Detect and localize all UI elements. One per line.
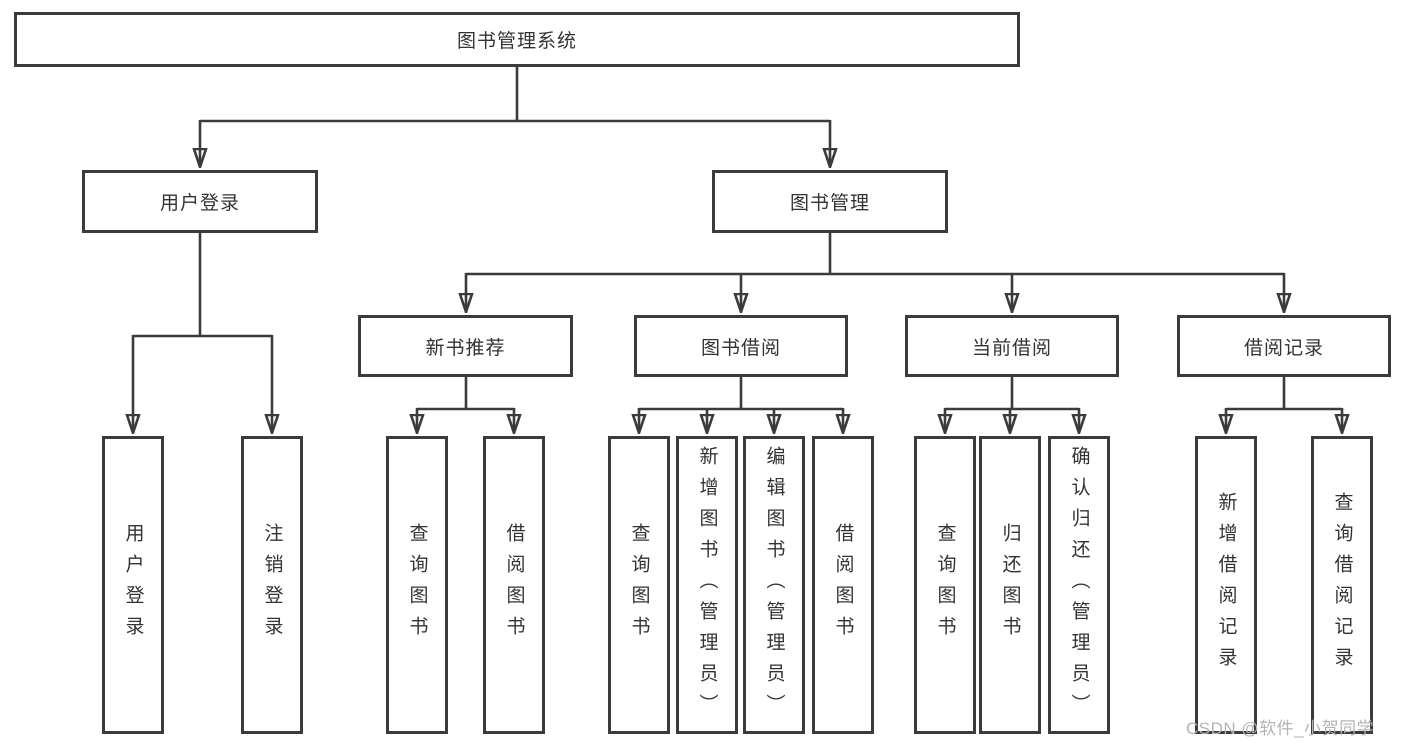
leaf-borrowing-borrow-books-label: 借阅图书 <box>832 523 854 647</box>
leaf-return-books: 归还图书 <box>979 436 1041 734</box>
leaf-add-borrow-record-label: 新增借阅记录 <box>1215 492 1237 678</box>
edge-recommendation-split <box>417 377 514 411</box>
node-new-book-recommendation-label: 新书推荐 <box>425 337 506 359</box>
node-borrowing-records-label: 借阅记录 <box>1243 337 1324 359</box>
leaf-add-books-admin: 新增图书（管理员） <box>676 436 738 734</box>
leaf-query-borrow-record-label: 查询借阅记录 <box>1331 492 1353 678</box>
leaf-recommend-query-books: 查询图书 <box>386 436 448 734</box>
edge-management-split <box>466 233 1284 276</box>
leaf-add-books-admin-label: 新增图书（管理员） <box>696 445 718 725</box>
csdn-watermark: CSDN @软件_小贺同学 <box>1186 719 1375 738</box>
node-book-borrowing: 图书借阅 <box>634 315 848 377</box>
node-new-book-recommendation: 新书推荐 <box>358 315 573 377</box>
leaf-recommend-borrow-books: 借阅图书 <box>483 436 545 734</box>
node-book-management: 图书管理 <box>712 170 948 233</box>
leaf-confirm-return-admin-label: 确认归还（管理员） <box>1068 445 1090 725</box>
leaf-borrowing-query-books: 查询图书 <box>608 436 670 734</box>
leaf-confirm-return-admin: 确认归还（管理员） <box>1048 436 1110 734</box>
leaf-current-query-books: 查询图书 <box>914 436 976 734</box>
leaf-recommend-query-books-label: 查询图书 <box>406 523 428 647</box>
leaf-return-books-label: 归还图书 <box>999 523 1021 647</box>
node-current-borrowing-label: 当前借阅 <box>971 337 1052 359</box>
leaf-recommend-borrow-books-label: 借阅图书 <box>503 523 525 647</box>
node-current-borrowing: 当前借阅 <box>905 315 1119 377</box>
leaf-borrowing-borrow-books: 借阅图书 <box>812 436 874 734</box>
edge-borrowing-split <box>639 377 843 411</box>
node-library-system-label: 图书管理系统 <box>456 31 577 52</box>
leaf-query-borrow-record: 查询借阅记录 <box>1311 436 1373 734</box>
node-user-login-label: 用户登录 <box>159 193 240 214</box>
leaf-logout-label: 注销登录 <box>261 523 283 647</box>
node-book-borrowing-label: 图书借阅 <box>700 337 781 359</box>
node-library-system: 图书管理系统 <box>14 12 1020 67</box>
leaf-edit-books-admin-label: 编辑图书（管理员） <box>763 445 785 725</box>
edge-records-split <box>1226 377 1342 411</box>
edge-current-split <box>945 377 1079 411</box>
leaf-current-query-books-label: 查询图书 <box>934 523 956 647</box>
leaf-logout: 注销登录 <box>241 436 303 734</box>
node-user-login: 用户登录 <box>82 170 318 233</box>
leaf-add-borrow-record: 新增借阅记录 <box>1195 436 1257 734</box>
leaf-edit-books-admin: 编辑图书（管理员） <box>743 436 805 734</box>
node-borrowing-records: 借阅记录 <box>1177 315 1391 377</box>
node-book-management-label: 图书管理 <box>789 193 870 214</box>
edge-login-split <box>133 233 272 338</box>
leaf-user-login: 用户登录 <box>102 436 164 734</box>
edge-root-to-level2 <box>200 67 830 123</box>
leaf-user-login-label: 用户登录 <box>122 523 144 647</box>
leaf-borrowing-query-books-label: 查询图书 <box>628 523 650 647</box>
